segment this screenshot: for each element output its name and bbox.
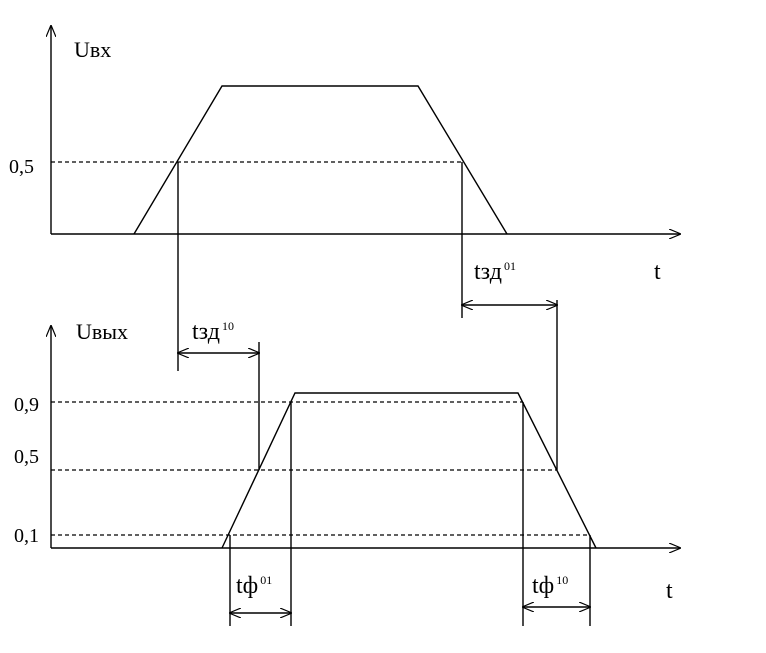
output-plot: Uвых t 0,9 0,5 0,1 [14, 319, 680, 604]
output-level-0.9-label: 0,9 [14, 394, 39, 416]
interval-arrows [178, 305, 590, 613]
output-y-axis-label: Uвых [76, 319, 128, 344]
output-pulse-waveform [221, 392, 597, 549]
input-pulse-waveform [133, 85, 508, 235]
projection-lines [177, 162, 591, 626]
output-level-0.1-label: 0,1 [14, 525, 39, 547]
input-plot: Uвх t 0,5 [9, 26, 680, 285]
input-y-axis-label: Uвх [74, 37, 111, 62]
input-x-axis-label: t [654, 259, 661, 285]
output-level-0.5-label: 0,5 [14, 446, 39, 468]
output-x-axis-label: t [666, 578, 673, 604]
input-level-0.5-label: 0,5 [9, 156, 34, 178]
